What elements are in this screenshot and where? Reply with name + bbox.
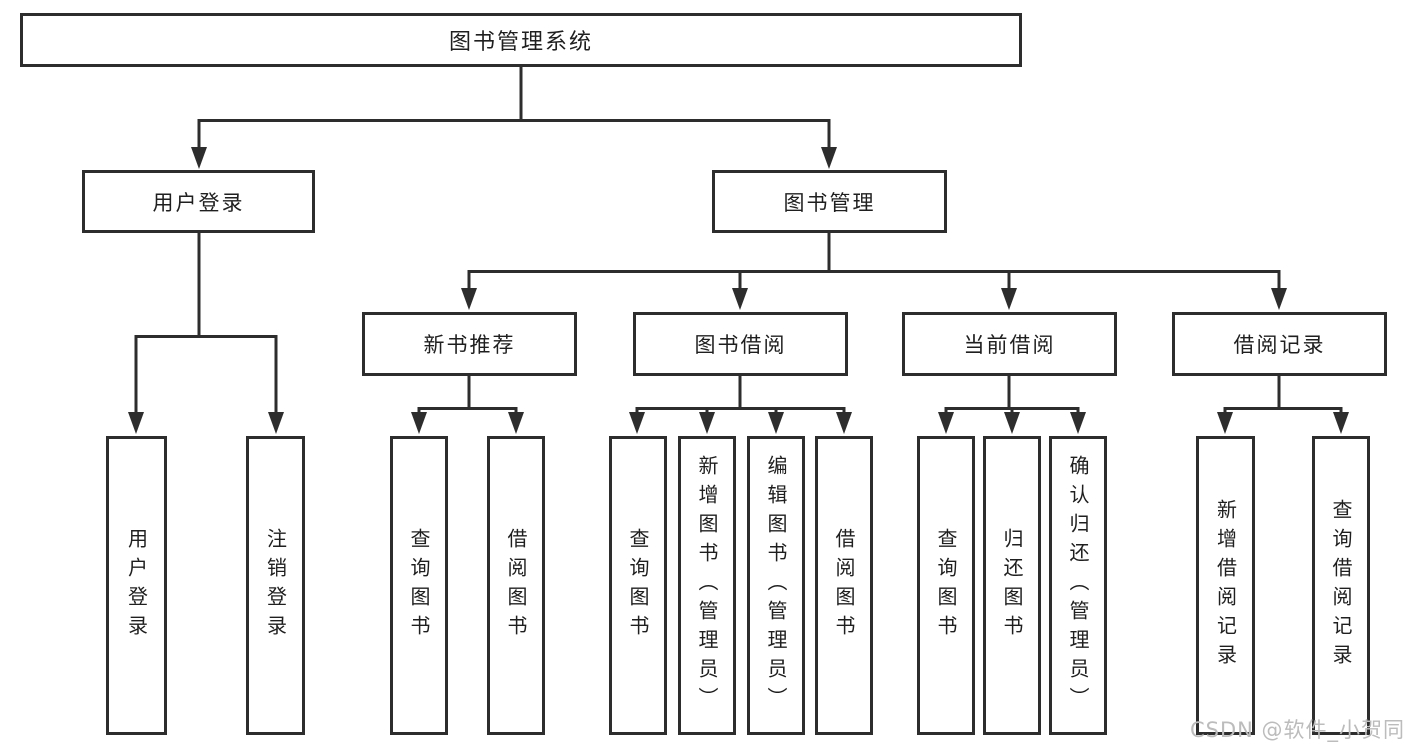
arrow-down-icon — [1070, 412, 1086, 434]
arrow-down-icon — [629, 412, 645, 434]
arrowhead-icons — [128, 147, 1349, 434]
leaf-current-confirm: 确认归还（管理员） — [1049, 436, 1107, 735]
arrow-down-icon — [1004, 412, 1020, 434]
leaf-borrow-borrow-label: 借阅图书 — [832, 527, 856, 644]
edge-newbooks-to-leaves — [417, 376, 518, 417]
leaf-logout: 注销登录 — [246, 436, 305, 735]
arrow-down-icon — [938, 412, 954, 434]
node-book-borrow: 图书借阅 — [633, 312, 848, 376]
node-current-borrow: 当前借阅 — [902, 312, 1117, 376]
leaf-borrow-borrow: 借阅图书 — [815, 436, 873, 735]
node-book-borrow-label: 图书借阅 — [694, 333, 787, 357]
edge-userlogin-to-leaves — [134, 233, 278, 417]
arrow-down-icon — [1271, 288, 1287, 310]
arrow-down-icon — [1217, 412, 1233, 434]
node-user-login-label: 用户登录 — [152, 190, 245, 215]
edge-bookmgmt-to-level3 — [467, 233, 1281, 293]
leaf-borrow-edit-label: 编辑图书（管理员） — [764, 455, 788, 716]
arrow-down-icon — [1001, 288, 1017, 310]
arrow-down-icon — [836, 412, 852, 434]
node-book-mgmt-label: 图书管理 — [783, 190, 876, 215]
node-new-books-label: 新书推荐 — [423, 333, 516, 357]
leaf-borrow-add: 新增图书（管理员） — [678, 436, 736, 735]
arrow-down-icon — [461, 288, 477, 310]
leaf-user-login: 用户登录 — [106, 436, 167, 735]
leaf-current-search: 查询图书 — [917, 436, 975, 735]
leaf-current-confirm-label: 确认归还（管理员） — [1066, 455, 1090, 716]
edge-bookborrow-to-leaves — [635, 376, 846, 417]
leaf-newbooks-borrow-label: 借阅图书 — [504, 527, 528, 644]
leaf-current-return: 归还图书 — [983, 436, 1041, 735]
node-borrow-records: 借阅记录 — [1172, 312, 1387, 376]
leaf-borrow-add-label: 新增图书（管理员） — [695, 455, 719, 716]
leaf-newbooks-search-label: 查询图书 — [407, 527, 431, 644]
leaf-newbooks-search: 查询图书 — [390, 436, 448, 735]
node-root: 图书管理系统 — [20, 13, 1022, 67]
watermark: CSDN @软件_小贺同学 — [1190, 718, 1405, 742]
leaf-user-login-label: 用户登录 — [124, 527, 149, 644]
arrow-down-icon — [128, 412, 144, 434]
edge-root-to-level2 — [197, 67, 831, 151]
leaf-records-search: 查询借阅记录 — [1312, 436, 1370, 735]
leaf-logout-label: 注销登录 — [263, 527, 288, 644]
leaf-borrow-search: 查询图书 — [609, 436, 667, 735]
node-book-mgmt: 图书管理 — [712, 170, 947, 233]
leaf-records-add: 新增借阅记录 — [1196, 436, 1255, 735]
leaf-current-search-label: 查询图书 — [934, 527, 958, 644]
node-root-label: 图书管理系统 — [448, 30, 593, 55]
leaf-borrow-search-label: 查询图书 — [626, 527, 650, 644]
leaf-newbooks-borrow: 借阅图书 — [487, 436, 545, 735]
arrow-down-icon — [699, 412, 715, 434]
leaf-records-add-label: 新增借阅记录 — [1213, 498, 1238, 673]
arrow-down-icon — [821, 147, 837, 169]
leaf-records-search-label: 查询借阅记录 — [1329, 498, 1353, 673]
leaf-current-return-label: 归还图书 — [1000, 527, 1024, 644]
arrow-down-icon — [411, 412, 427, 434]
node-current-borrow-label: 当前借阅 — [963, 333, 1056, 357]
arrow-down-icon — [268, 412, 284, 434]
arrow-down-icon — [732, 288, 748, 310]
arrow-down-icon — [508, 412, 524, 434]
edge-records-to-leaves — [1223, 376, 1343, 417]
node-user-login: 用户登录 — [82, 170, 315, 233]
node-borrow-records-label: 借阅记录 — [1233, 333, 1326, 357]
arrow-down-icon — [191, 147, 207, 169]
node-new-books: 新书推荐 — [362, 312, 577, 376]
arrow-down-icon — [768, 412, 784, 434]
edge-currentborrow-to-leaves — [944, 376, 1080, 417]
leaf-borrow-edit: 编辑图书（管理员） — [747, 436, 805, 735]
arrow-down-icon — [1333, 412, 1349, 434]
